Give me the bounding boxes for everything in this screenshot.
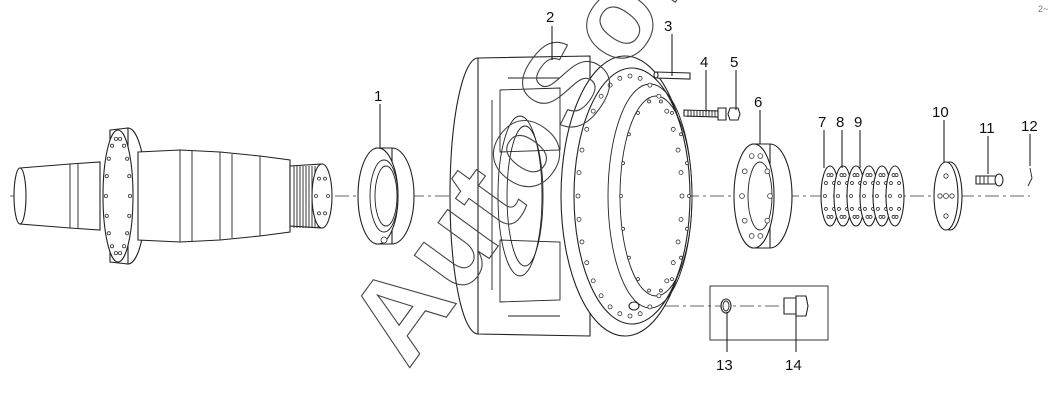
o-ring-part-13 (720, 298, 732, 314)
plug-group-box (709, 285, 829, 341)
leader-lines (379, 26, 1031, 352)
corner-mark: 2~ (1038, 4, 1048, 14)
callout-5: 5 (730, 54, 738, 71)
screw-part-11 (975, 173, 1004, 187)
callout-14: 14 (785, 357, 802, 374)
callout-9: 9 (854, 114, 862, 131)
spindle-shaft (13, 127, 333, 265)
callout-12: 12 (1021, 118, 1038, 135)
callout-6: 6 (754, 94, 762, 111)
callout-10: 10 (932, 104, 949, 121)
callout-11: 11 (979, 120, 995, 137)
callout-7: 7 (818, 114, 826, 131)
callout-8: 8 (836, 114, 844, 131)
bolt-part-4 (683, 107, 727, 121)
callout-3: 3 (664, 18, 672, 35)
nut-part-5 (727, 107, 741, 121)
pin-part-3 (653, 71, 691, 80)
bearing-part-1 (357, 147, 415, 245)
bearing-part-6 (733, 143, 793, 249)
hub-housing-part-2 (449, 55, 693, 337)
plug-part-14 (783, 295, 809, 317)
clip-part-12 (1027, 167, 1033, 187)
callout-13: 13 (716, 357, 733, 374)
callout-2: 2 (546, 9, 554, 26)
shim-plates-7-8-9 (820, 165, 905, 227)
callout-4: 4 (700, 54, 708, 71)
plate-part-10 (933, 161, 963, 231)
callout-1: 1 (374, 88, 382, 105)
